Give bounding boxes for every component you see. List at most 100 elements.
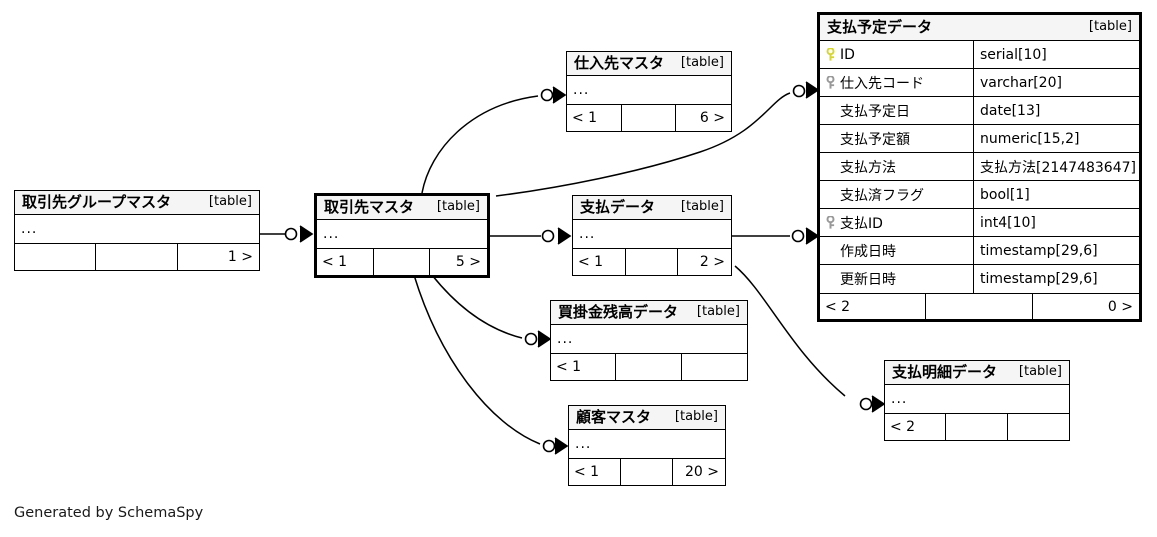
column-name: 仕入先コード <box>840 75 924 92</box>
table-header: 取引先グループマスタ [table] <box>15 191 259 215</box>
footer-child-count <box>682 354 747 380</box>
table-header: 買掛金残高データ [table] <box>551 301 747 325</box>
footer-spacer <box>946 414 1008 440</box>
table-footer: < 1 <box>551 354 747 380</box>
column-type: timestamp[29,6] <box>980 242 1098 259</box>
column-type: date[13] <box>980 102 1041 119</box>
column-name: 支払ID <box>840 215 883 232</box>
column-name: 支払予定額 <box>840 131 910 148</box>
table-footer: < 1 6 > <box>567 105 731 131</box>
table-row[interactable]: 支払済フラグ bool[1] <box>820 181 1139 209</box>
column-type: numeric[15,2] <box>980 130 1080 147</box>
table-row[interactable]: 支払予定額 numeric[15,2] <box>820 125 1139 153</box>
column-type: int4[10] <box>980 214 1036 231</box>
column-type: varchar[20] <box>980 74 1062 91</box>
column-type: 支払方法[2147483647] <box>980 159 1136 176</box>
table-kaikakekin-zandaka-data[interactable]: 買掛金残高データ [table] ... < 1 <box>550 300 748 381</box>
footer-parent-count: < 1 <box>317 249 374 275</box>
table-row[interactable]: 更新日時 timestamp[29,6] <box>820 265 1139 293</box>
footer-spacer <box>622 105 677 131</box>
footer-parent-count: < 1 <box>573 249 626 275</box>
column-name-cell: 支払済フラグ <box>820 181 974 208</box>
table-type-tag: [table] <box>680 199 724 214</box>
edge-group-to-master <box>260 225 314 243</box>
table-header: 仕入先マスタ [table] <box>567 52 731 76</box>
generator-credit: Generated by SchemaSpy <box>14 505 204 521</box>
column-name: 支払予定日 <box>840 103 910 120</box>
footer-parent-count: < 1 <box>567 105 622 131</box>
column-type: serial[10] <box>980 46 1047 63</box>
column-name-cell: 更新日時 <box>820 265 974 293</box>
footer-spacer <box>616 354 682 380</box>
table-header: 支払明細データ [table] <box>885 361 1069 385</box>
table-type-tag: [table] <box>696 304 740 319</box>
column-name: 支払方法 <box>840 159 896 176</box>
table-shiharai-yotei-data[interactable]: 支払予定データ [table] ID serial[10] 仕入先コード <box>817 12 1142 322</box>
column-name-cell: 支払ID <box>820 209 974 236</box>
footer-parent-count: < 1 <box>551 354 617 380</box>
footer-spacer <box>626 249 679 275</box>
table-kokyaku-master[interactable]: 顧客マスタ [table] ... < 1 20 > <box>568 405 726 486</box>
column-type: timestamp[29,6] <box>980 271 1098 287</box>
footer-parent-count: < 2 <box>885 414 947 440</box>
table-row[interactable]: 作成日時 timestamp[29,6] <box>820 237 1139 265</box>
table-type-tag: [table] <box>674 409 718 424</box>
footer-child-count: 20 > <box>685 464 719 480</box>
table-footer: 1 > <box>15 244 259 270</box>
footer-child-count: 6 > <box>699 110 726 126</box>
footer-child-count: 0 > <box>1107 298 1133 315</box>
column-name-cell: 作成日時 <box>820 237 974 264</box>
edge-master-to-shiharai <box>490 227 572 245</box>
table-row[interactable]: ID serial[10] <box>820 41 1139 69</box>
columns-collapsed-indicator[interactable]: ... <box>317 220 487 249</box>
columns-collapsed-indicator[interactable]: ... <box>567 76 731 105</box>
footer-parent-count: < 1 <box>569 459 621 485</box>
table-title: 取引先マスタ <box>324 198 415 216</box>
columns-collapsed-indicator[interactable]: ... <box>569 430 725 459</box>
table-header: 顧客マスタ [table] <box>569 406 725 430</box>
footer-parent-count: < 2 <box>820 294 927 319</box>
footer-child-count: 2 > <box>699 254 726 270</box>
table-footer: < 1 20 > <box>569 459 725 485</box>
footer-spacer <box>374 249 431 275</box>
table-shiiresaki-master[interactable]: 仕入先マスタ [table] ... < 1 6 > <box>566 51 732 132</box>
table-title: 顧客マスタ <box>576 408 652 426</box>
table-shiharai-meisai-data[interactable]: 支払明細データ [table] ... < 2 <box>884 360 1070 441</box>
footer-spacer <box>926 294 1033 319</box>
footer-spacer <box>96 244 178 270</box>
columns-collapsed-indicator[interactable]: ... <box>15 215 259 244</box>
column-name-cell: 仕入先コード <box>820 69 974 96</box>
table-footer: < 2 0 > <box>820 293 1139 319</box>
table-footer: < 1 2 > <box>573 249 731 275</box>
column-name-cell: 支払方法 <box>820 153 974 180</box>
table-header: 取引先マスタ [table] <box>317 196 487 220</box>
columns-collapsed-indicator[interactable]: ... <box>885 385 1069 414</box>
footer-parent-count <box>15 244 97 270</box>
table-title: 買掛金残高データ <box>558 303 679 321</box>
table-row[interactable]: 支払ID int4[10] <box>820 209 1139 237</box>
column-type: bool[1] <box>980 186 1030 203</box>
table-title: 支払予定データ <box>827 18 933 36</box>
columns-collapsed-indicator[interactable]: ... <box>551 325 747 354</box>
table-footer: < 1 5 > <box>317 249 487 275</box>
table-torihikisaki-group-master[interactable]: 取引先グループマスタ [table] ... 1 > <box>14 190 260 271</box>
table-row[interactable]: 仕入先コード varchar[20] <box>820 69 1139 97</box>
edge-master-to-kokyaku <box>413 274 569 455</box>
table-row[interactable]: 支払方法 支払方法[2147483647] <box>820 153 1139 181</box>
footer-child-count <box>1008 414 1069 440</box>
table-shiharai-data[interactable]: 支払データ [table] ... < 1 2 > <box>572 195 732 276</box>
column-name-cell: 支払予定日 <box>820 97 974 124</box>
table-type-tag: [table] <box>680 55 724 70</box>
table-footer: < 2 <box>885 414 1069 440</box>
table-torihikisaki-master[interactable]: 取引先マスタ [table] ... < 1 5 > <box>314 193 490 278</box>
foreign-key-icon <box>820 76 840 89</box>
edge-master-to-shiiresaki <box>421 86 567 194</box>
footer-spacer <box>621 459 673 485</box>
edge-master-to-kaikakekin <box>431 274 552 348</box>
table-header: 支払データ [table] <box>573 196 731 220</box>
columns-collapsed-indicator[interactable]: ... <box>573 220 731 249</box>
table-title: 支払明細データ <box>892 363 998 381</box>
table-row[interactable]: 支払予定日 date[13] <box>820 97 1139 125</box>
table-title: 仕入先マスタ <box>574 54 665 72</box>
